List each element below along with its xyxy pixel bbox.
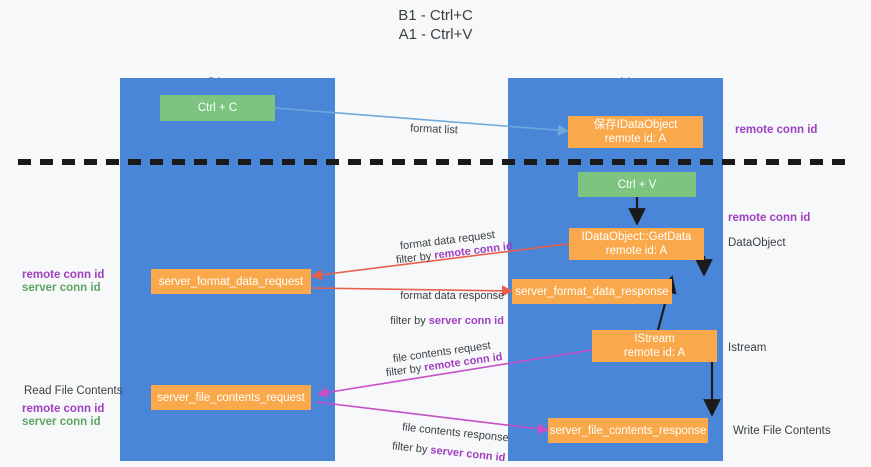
box-save-dataobject-label: 保存IDataObject remote id: A	[593, 119, 678, 145]
edge-caption-format-list-text: format list	[409, 122, 459, 137]
label-read-file-contents: Read File Contents	[24, 385, 123, 397]
edge-filter-file-contents-response-prefix: filter by	[391, 440, 432, 457]
box-ctrl-c-label: Ctrl + C	[197, 102, 238, 114]
box-server-format-data-request[interactable]: server_format_data_request	[151, 269, 311, 294]
box-ctrl-c[interactable]: Ctrl + C	[160, 95, 275, 121]
edge-filter-file-contents-response-value: server conn id	[429, 444, 506, 465]
edge-caption-format-list: format list	[397, 107, 459, 151]
edge-filter-file-contents-request-value: remote conn id	[423, 351, 504, 374]
box-istream-label: IStream remote id: A	[623, 333, 686, 359]
edge-caption-format-data-response: format data response	[388, 275, 504, 317]
edge-caption-format-data-response-text: format data response	[400, 290, 505, 302]
page-title: B1 - Ctrl+C A1 - Ctrl+V	[398, 7, 473, 43]
edge-filter-format-data-response-prefix: filter by	[390, 315, 429, 327]
edge-filter-format-data-response-value: server conn id	[428, 315, 504, 327]
label-remote-conn-id-top: remote conn id	[735, 124, 818, 136]
box-ctrl-v[interactable]: Ctrl + V	[578, 172, 696, 197]
label-left-server-conn-id-2: server conn id	[22, 416, 101, 428]
box-server-format-data-response[interactable]: server_format_data_response	[512, 279, 672, 304]
box-server-format-data-request-label: server_format_data_request	[158, 275, 304, 288]
box-ctrl-v-label: Ctrl + V	[617, 178, 657, 191]
box-server-file-contents-request-label: server_file_contents_request	[157, 391, 305, 404]
label-remote-conn-id-mid: remote conn id	[728, 212, 811, 224]
label-left-server-conn-id: server conn id	[22, 282, 101, 294]
label-dataobject: DataObject	[728, 237, 786, 249]
label-istream: Istream	[728, 342, 767, 354]
edge-filter-file-contents-request-prefix: filter by	[385, 361, 426, 380]
label-left-remote-conn-id: remote conn id	[22, 269, 105, 281]
box-istream[interactable]: IStream remote id: A	[592, 330, 717, 362]
box-getdata[interactable]: IDataObject::GetData remote id: A	[569, 228, 704, 260]
edge-filter-format-data-request-value: remote conn id	[433, 240, 514, 262]
edge-filter-format-data-response: filter by server conn id	[378, 300, 504, 342]
box-getdata-label: IDataObject::GetData remote id: A	[581, 231, 692, 257]
box-save-dataobject[interactable]: 保存IDataObject remote id: A	[568, 116, 703, 148]
label-left-remote-conn-id-2: remote conn id	[22, 403, 105, 415]
label-write-file-contents: Write File Contents	[733, 425, 831, 437]
edge-filter-format-data-request-prefix: filter by	[395, 249, 436, 267]
box-server-file-contents-request[interactable]: server_file_contents_request	[151, 385, 311, 410]
box-server-file-contents-response-label: server_file_contents_response	[549, 424, 707, 437]
box-server-file-contents-response[interactable]: server_file_contents_response	[548, 418, 708, 443]
box-server-format-data-response-label: server_format_data_response	[515, 285, 669, 298]
